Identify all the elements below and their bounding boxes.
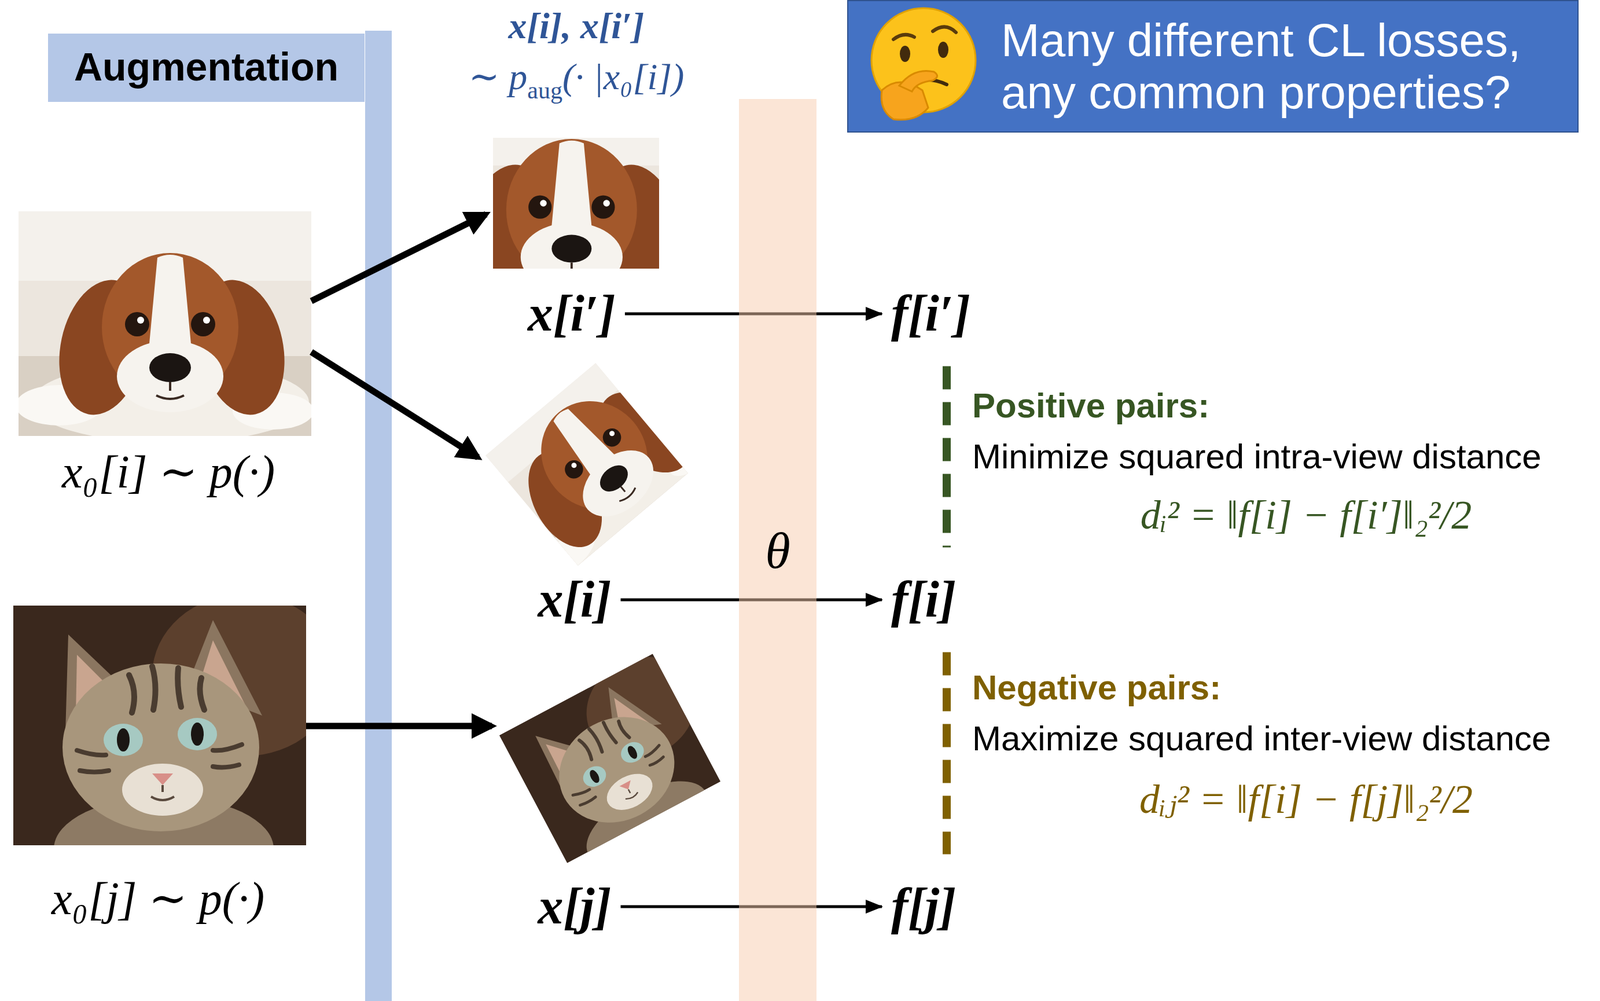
negative-pair-link (942, 652, 951, 855)
formula-line: ∼ paug(· |x₀[i]) (468, 55, 685, 105)
distance-formula: dᵢ² = ‖f[i] − f[i′]‖₂²/2 (1140, 491, 1473, 539)
positive-pair-link (942, 366, 951, 548)
augment-arrow (311, 214, 487, 301)
view-label: x[i] (531, 564, 617, 635)
pair-heading: Positive pairs: (972, 385, 1210, 426)
callout-text: Many different CL losses, any common pro… (1001, 14, 1551, 119)
formula-text: ∼ p (468, 55, 528, 99)
cat-rotated-view (494, 637, 755, 893)
view-label: x[i′] (521, 278, 622, 349)
feature-symbol: f[j] (891, 876, 956, 936)
pair-description: Minimize squared intra-view distance (972, 436, 1542, 477)
view-symbol: x[j] (537, 876, 612, 936)
augment-arrow (311, 351, 478, 458)
distance-formula: dᵢⱼ² = ‖f[i] − f[j]‖₂²/2 (1139, 775, 1473, 823)
parameter-symbol: θ (764, 521, 790, 580)
dog-photo (15, 211, 314, 443)
band-title: Augmentation (74, 43, 339, 90)
view-label: x[j] (531, 870, 617, 941)
formula-text: (· |x₀[i]) (562, 55, 684, 99)
thinking-face-icon (858, 3, 981, 125)
feature-label: f[j] (885, 870, 962, 941)
encoder-band: θ (738, 98, 817, 1001)
feature-label: f[i] (885, 564, 962, 635)
formula-text: x[i], x[i′] (508, 4, 645, 48)
sample-caption: x₀[j] ∼ p(·) (51, 871, 265, 925)
view-symbol: x[i′] (527, 284, 616, 343)
feature-label: f[i′] (885, 278, 977, 349)
augmentation-label: Augmentation (48, 33, 365, 102)
sample-caption: x₀[i] ∼ p(·) (61, 444, 275, 499)
pair-description: Maximize squared inter-view distance (972, 718, 1551, 759)
formula-subscript: aug (527, 76, 563, 105)
augmentation-bar (365, 30, 392, 1001)
dog-rotated-view (449, 318, 734, 597)
pair-heading: Negative pairs: (972, 667, 1221, 708)
feature-symbol: f[i] (891, 569, 956, 629)
view-symbol: x[i] (537, 569, 612, 629)
feature-symbol: f[i′] (891, 284, 971, 343)
augment-arrow (306, 722, 492, 730)
cat-photo (13, 593, 338, 901)
